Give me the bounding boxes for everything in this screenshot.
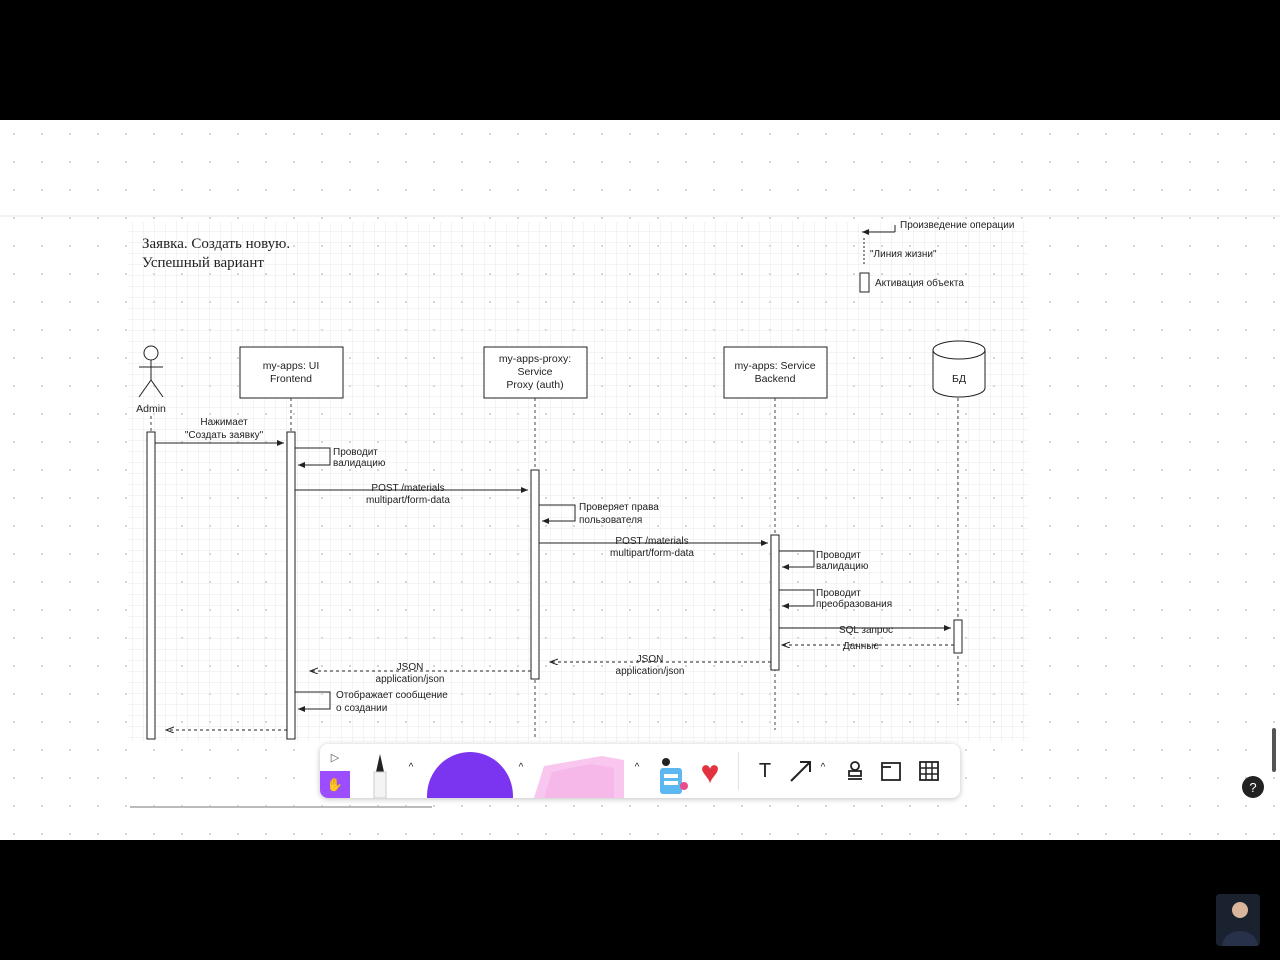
backend-label-1: my-apps: Service	[734, 360, 815, 372]
msg-10-line-2: application/json	[616, 666, 685, 677]
vertical-scrollbar[interactable]	[1272, 728, 1276, 772]
msg-9: Данные	[843, 641, 880, 652]
msg-10-line-1: JSON	[637, 654, 664, 665]
msg-11-line-2: application/json	[376, 674, 445, 685]
msg-4-line-1: Проверяет права	[579, 502, 659, 513]
msg-12-line-2: о создании	[336, 703, 387, 714]
msg-4-line-2: пользователя	[579, 515, 642, 526]
stickers-icon[interactable]	[656, 756, 690, 796]
backend-label-2: Backend	[755, 373, 796, 385]
sticky-expand-icon[interactable]: ^	[634, 761, 640, 773]
horizontal-scrollbar[interactable]	[130, 806, 432, 808]
shape-icon[interactable]	[424, 748, 516, 798]
table-icon[interactable]	[914, 756, 944, 786]
legend-activation-label: Активация объекта	[875, 277, 964, 289]
proxy-label-2: Service	[517, 366, 552, 378]
participant-backend	[723, 346, 828, 399]
ui-label-2: Frontend	[270, 373, 312, 385]
bottom-toolbar: ▷ ✋ ^ ^ ^ ♥ T	[320, 744, 960, 798]
grid-paper	[128, 222, 1028, 742]
proxy-label-1: my-apps-proxy:	[499, 353, 571, 365]
msg-6-line-1: Проводит	[816, 550, 861, 561]
shape-expand-icon[interactable]: ^	[518, 761, 524, 773]
diagram-frame: Произведение операции "Линия жизни" Акти…	[0, 215, 1280, 742]
message-labels: Нажимает "Создать заявку" Проводит валид…	[185, 417, 893, 714]
msg-1-line-2: "Создать заявку"	[185, 430, 264, 441]
diagram-title-line-2: Успешный вариант	[142, 255, 264, 271]
webcam-thumbnail	[1216, 894, 1260, 946]
db-label: БД	[952, 373, 966, 385]
participant-proxy	[483, 346, 588, 399]
hand-icon[interactable]: ✋	[320, 771, 350, 798]
frame-icon[interactable]	[876, 756, 906, 786]
msg-11-line-1: JSON	[397, 662, 424, 673]
msg-5-line-2: multipart/form-data	[610, 548, 694, 559]
stamp-icon[interactable]	[840, 756, 870, 786]
pen-icon[interactable]	[360, 750, 400, 798]
diagram-title-line-1: Заявка. Создать новую.	[142, 236, 291, 252]
activation-bars	[146, 431, 963, 740]
toolbar-divider	[738, 752, 739, 790]
connector-expand-icon[interactable]: ^	[820, 761, 826, 773]
legend: Произведение операции "Линия жизни" Акти…	[859, 220, 1014, 293]
participant-ui-frontend	[239, 346, 344, 399]
msg-5-line-1: POST /materials	[615, 536, 688, 547]
legend-operation-label: Произведение операции	[900, 220, 1014, 231]
participant-db	[932, 340, 986, 398]
video-letterbox-top	[0, 0, 1280, 120]
help-button[interactable]: ?	[1242, 776, 1264, 798]
legend-lifeline-label: "Линия жизни"	[870, 249, 937, 260]
actor-admin	[138, 345, 164, 398]
ui-label-1: my-apps: UI	[263, 360, 320, 372]
whiteboard-canvas[interactable]: Произведение операции "Линия жизни" Акти…	[0, 120, 1280, 840]
msg-1-line-1: Нажимает	[200, 417, 248, 428]
msg-7-line-1: Проводит	[816, 588, 861, 599]
msg-3-line-2: multipart/form-data	[366, 495, 450, 506]
message-arrows	[155, 440, 954, 730]
select-icon[interactable]: ▷	[330, 752, 340, 764]
sticky-note-icon[interactable]	[530, 752, 628, 798]
msg-12-line-1: Отображает сообщение	[336, 689, 448, 701]
msg-8: SQL запрос	[839, 625, 893, 636]
msg-3-line-1: POST /materials	[371, 483, 444, 494]
msg-6-line-2: валидацию	[816, 561, 869, 572]
actor-admin-label: Admin	[136, 403, 166, 415]
pen-expand-icon[interactable]: ^	[408, 761, 414, 773]
connector-icon[interactable]	[786, 756, 816, 786]
text-icon[interactable]: T	[758, 759, 772, 782]
msg-2-line-2: валидацию	[333, 458, 386, 469]
heart-icon[interactable]: ♥	[700, 753, 720, 790]
msg-2-line-1: Проводит	[333, 447, 378, 458]
msg-7-line-2: преобразования	[816, 598, 892, 610]
video-letterbox-bottom	[0, 840, 1280, 960]
proxy-label-3: Proxy (auth)	[506, 379, 563, 391]
